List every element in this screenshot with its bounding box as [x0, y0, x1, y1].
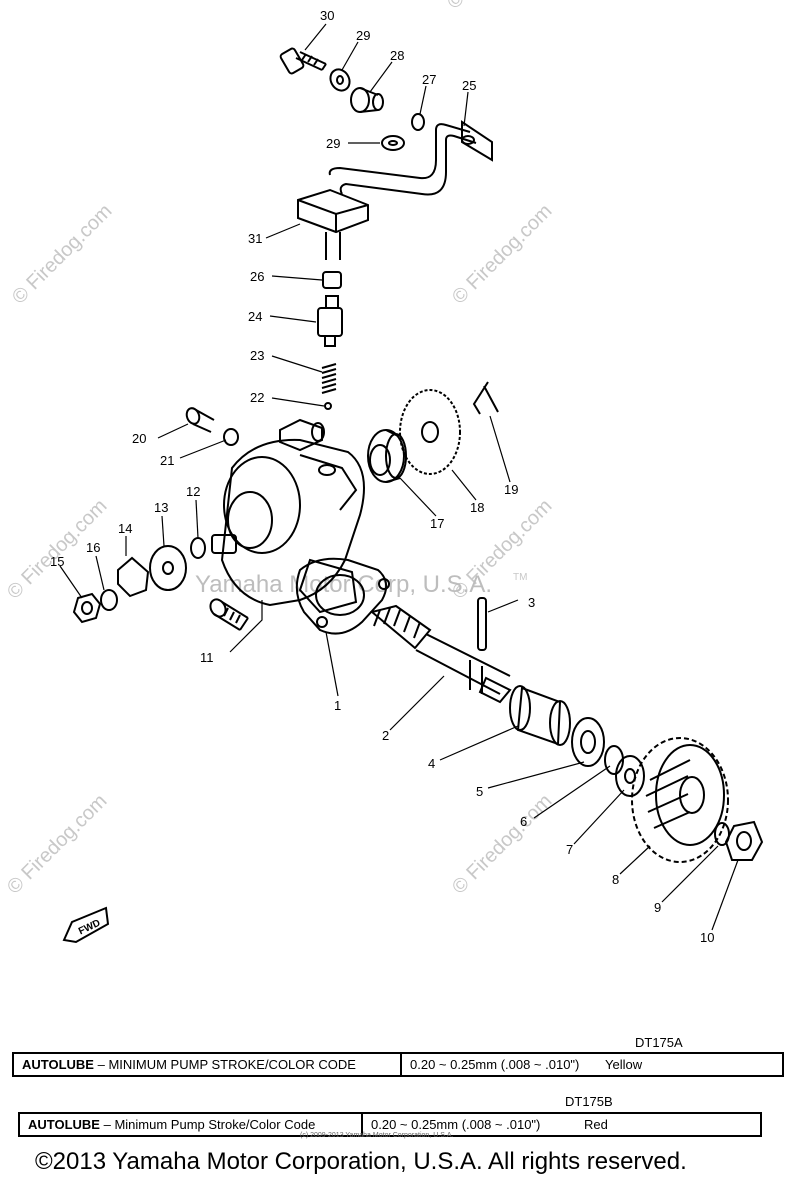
spec-model-b: DT175B — [565, 1094, 613, 1109]
callout-19: 19 — [504, 482, 518, 497]
callout-11: 11 — [200, 650, 214, 665]
part-2-shaft — [369, 604, 512, 704]
callout-12: 12 — [186, 484, 200, 499]
callouts: 30 29 28 27 25 29 31 26 24 23 22 20 21 1… — [50, 8, 714, 945]
callout-5: 5 — [476, 784, 483, 799]
washer-hole — [624, 768, 636, 784]
callout-22: 22 — [250, 390, 264, 405]
part-18-disc — [399, 389, 461, 475]
spec-model-a: DT175A — [635, 1035, 683, 1050]
callout-2: 2 — [382, 728, 389, 743]
plate-hole — [162, 561, 174, 575]
callout-14: 14 — [118, 521, 132, 536]
part-23-spring — [321, 363, 337, 394]
part-29-washer-lower — [381, 135, 405, 151]
callout-23: 23 — [250, 348, 264, 363]
spec-label: AUTOLUBE — [22, 1057, 94, 1072]
callout-3: 3 — [528, 595, 535, 610]
callout-16: 16 — [86, 540, 100, 555]
callout-28: 28 — [390, 48, 404, 63]
callout-10: 10 — [700, 930, 714, 945]
callout-29-lower: 29 — [326, 136, 340, 151]
watermark: © Firedog.com — [443, 0, 552, 14]
spec-row-b: AUTOLUBE – Minimum Pump Stroke/Color Cod… — [18, 1112, 762, 1137]
spec-color: Yellow — [605, 1057, 643, 1072]
spec-desc: – Minimum Pump Stroke/Color Code — [103, 1117, 316, 1132]
bearing-inner — [580, 730, 596, 754]
callout-29: 29 — [356, 28, 370, 43]
washer-hole — [336, 75, 344, 85]
watermark: © Firedog.com — [448, 200, 557, 309]
part-26-collar — [322, 271, 342, 289]
part-11-bolt — [209, 598, 249, 631]
spec-value: 0.20 ~ 0.25mm (.008 ~ .010") — [410, 1057, 580, 1072]
callout-24: 24 — [248, 309, 262, 324]
callout-27: 27 — [422, 72, 436, 87]
part-5-bearing — [571, 717, 605, 767]
part-29-washer — [329, 68, 351, 92]
parts-diagram: © Firedog.com © Firedog.com © Firedog.co… — [3, 0, 764, 945]
callout-26: 26 — [250, 269, 264, 284]
callout-13: 13 — [154, 500, 168, 515]
part-27-nut — [411, 113, 425, 131]
callout-1: 1 — [334, 698, 341, 713]
nut-hole — [736, 831, 752, 851]
part-21-washer — [223, 428, 239, 446]
part-24-plunger — [317, 295, 343, 347]
watermark: © Firedog.com — [8, 200, 117, 309]
part-4-collar — [509, 685, 571, 746]
watermarks: © Firedog.com © Firedog.com © Firedog.co… — [3, 0, 557, 899]
watermark: © Firedog.com — [3, 790, 112, 899]
part-30-bolt — [279, 47, 327, 75]
callout-8: 8 — [612, 872, 619, 887]
part-6-washer — [604, 745, 624, 775]
callout-21: 21 — [160, 453, 174, 468]
part-20-bolt — [185, 407, 215, 433]
callout-25: 25 — [462, 78, 476, 93]
washer-hole — [388, 140, 398, 146]
callout-7: 7 — [566, 842, 573, 857]
callout-20: 20 — [132, 431, 146, 446]
callout-17: 17 — [430, 516, 444, 531]
part-3-pin — [477, 597, 487, 651]
spec-row-a: AUTOLUBE – MINIMUM PUMP STROKE/COLOR COD… — [12, 1052, 784, 1077]
part-22-ball — [324, 402, 332, 410]
part-31-banjo — [297, 188, 369, 260]
part-12-washer — [190, 537, 206, 559]
callout-6: 6 — [520, 814, 527, 829]
part-8-gear — [631, 737, 729, 863]
spec-color: Red — [584, 1117, 608, 1132]
part-25-pipe — [328, 120, 493, 196]
copyright-notice: ©2013 Yamaha Motor Corporation, U.S.A. A… — [35, 1148, 687, 1175]
callout-4: 4 — [428, 756, 435, 771]
watermark: © Firedog.com — [448, 790, 557, 899]
part-15-nut — [72, 592, 102, 624]
part-19-pin — [472, 381, 499, 415]
spec-desc-cell: AUTOLUBE – Minimum Pump Stroke/Color Cod… — [20, 1114, 361, 1135]
nut-hole — [81, 601, 93, 615]
fwd-arrow — [62, 906, 110, 944]
part-28-fitting — [350, 87, 384, 113]
spec-desc: – MINIMUM PUMP STROKE/COLOR CODE — [97, 1057, 356, 1072]
spec-desc-cell: AUTOLUBE – MINIMUM PUMP STROKE/COLOR COD… — [14, 1054, 400, 1075]
part-7-washer — [615, 755, 645, 797]
part-14-bracket — [117, 556, 150, 598]
spec-value: 0.20 ~ 0.25mm (.008 ~ .010") — [371, 1117, 541, 1132]
part-16-washer — [100, 589, 118, 611]
spec-label: AUTOLUBE — [28, 1117, 100, 1132]
spec-value-cell: 0.20 ~ 0.25mm (.008 ~ .010") Yellow — [400, 1054, 650, 1075]
callout-15: 15 — [50, 554, 64, 569]
callout-9: 9 — [654, 900, 661, 915]
callout-18: 18 — [470, 500, 484, 515]
part-17-bearing — [367, 429, 407, 483]
callout-31: 31 — [248, 231, 262, 246]
part-13-plate — [149, 545, 187, 591]
callout-30: 30 — [320, 8, 334, 23]
parts-drawing — [62, 47, 764, 944]
tiny-notice: (c) 2009-2013 Yamaha Motor Corporation, … — [300, 1132, 454, 1139]
spec-value-cell: 0.20 ~ 0.25mm (.008 ~ .010") Red — [361, 1114, 616, 1135]
tm-mark: TM — [513, 572, 527, 583]
leader-lines — [59, 23, 739, 931]
part-10-nut — [724, 820, 764, 861]
